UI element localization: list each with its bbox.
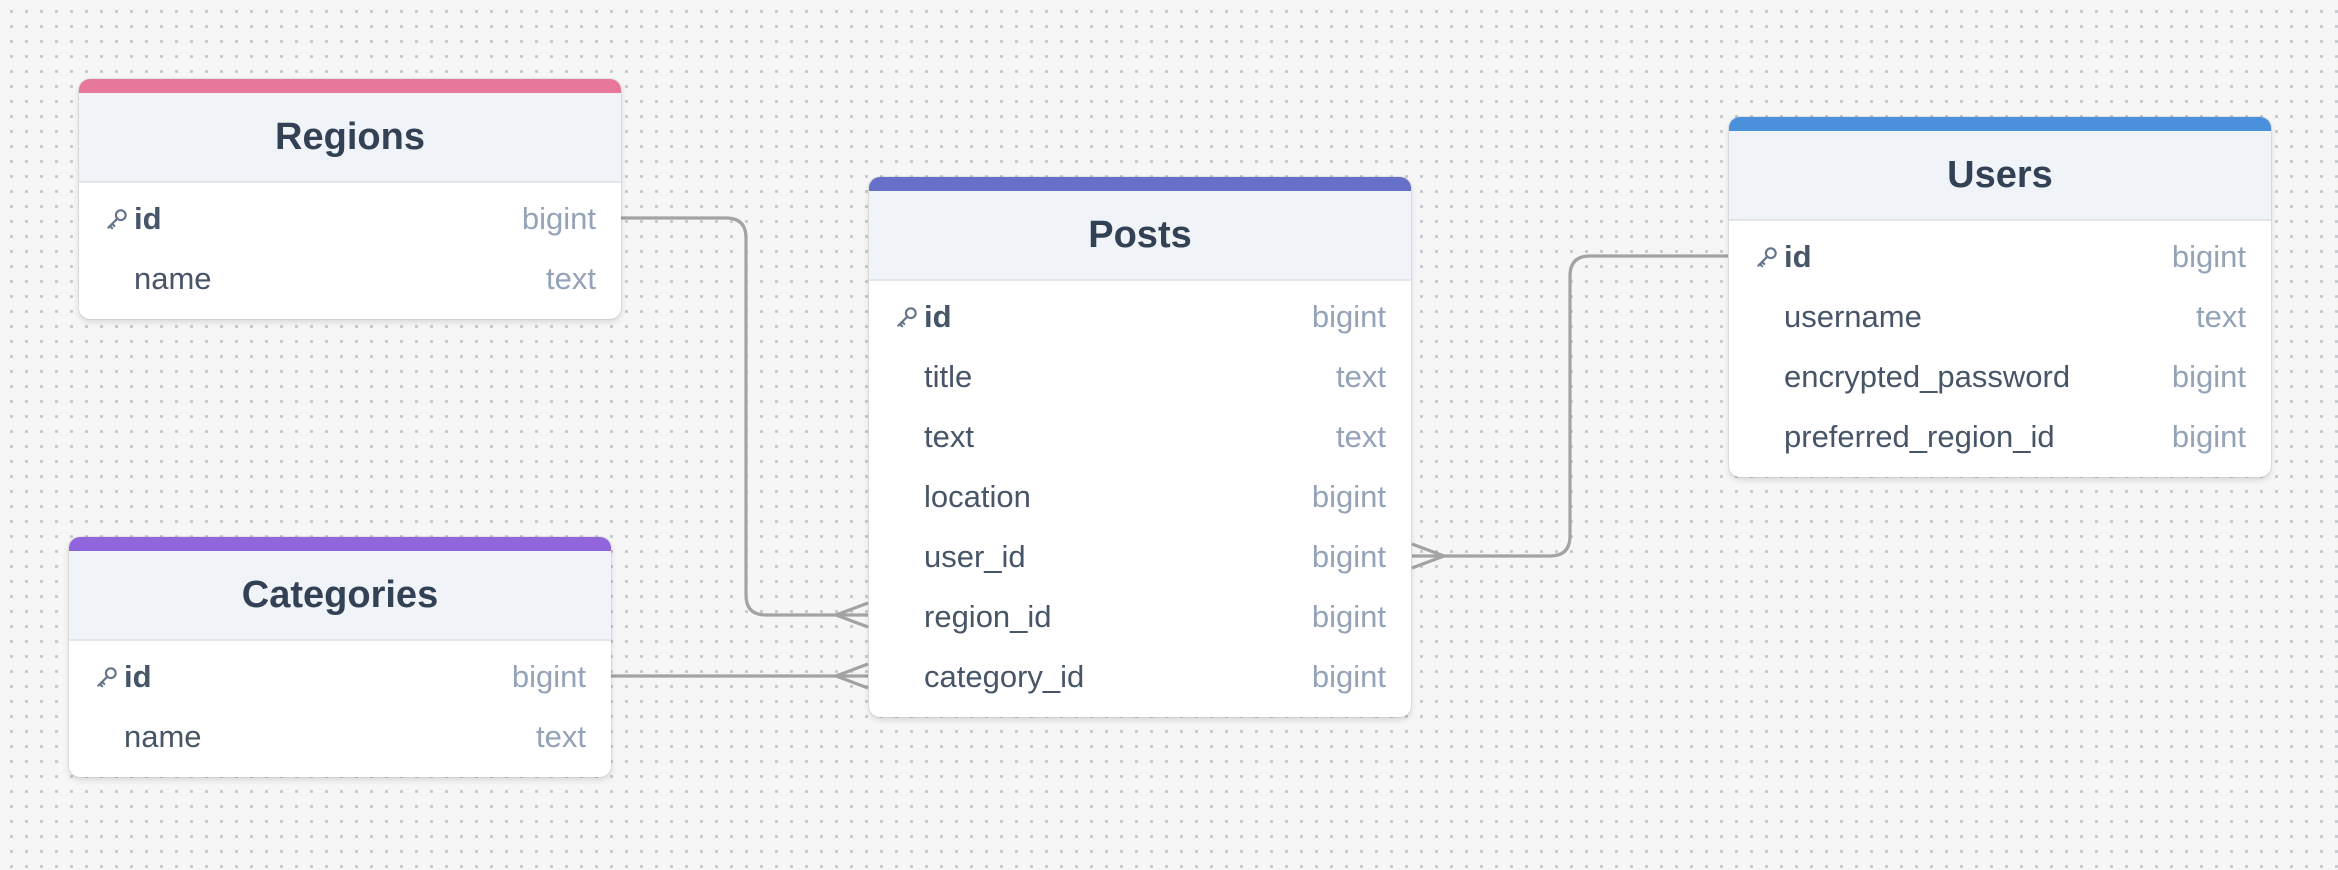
column-type: text	[546, 261, 596, 296]
column-row[interactable]: category_id bigint	[869, 647, 1411, 707]
column-name: id	[924, 299, 952, 334]
column-list: id bigint username text encrypted_passwo…	[1729, 221, 2271, 477]
table-header[interactable]: Posts	[869, 191, 1411, 281]
column-type: bigint	[1311, 299, 1386, 334]
column-type: bigint	[511, 659, 586, 694]
column-type: bigint	[2171, 239, 2246, 274]
column-row[interactable]: location bigint	[869, 467, 1411, 527]
column-type: bigint	[2171, 359, 2246, 394]
column-row[interactable]: region_id bigint	[869, 587, 1411, 647]
table-header[interactable]: Users	[1729, 131, 2271, 221]
column-row[interactable]: id bigint	[1729, 227, 2271, 287]
column-list: id bigint name text	[79, 183, 621, 319]
column-row[interactable]: text text	[869, 407, 1411, 467]
column-row[interactable]: username text	[1729, 287, 2271, 347]
column-name: location	[924, 479, 1031, 514]
key-icon	[1749, 227, 1784, 287]
table-title: Regions	[275, 115, 425, 158]
column-type: text	[2196, 299, 2246, 334]
column-list: id bigint title text text text location …	[869, 281, 1411, 717]
table-header[interactable]: Categories	[69, 551, 611, 641]
column-type: bigint	[1311, 539, 1386, 574]
table-accent-bar	[1729, 117, 2271, 131]
column-name: encrypted_password	[1784, 359, 2071, 394]
column-type: bigint	[521, 201, 596, 236]
table-accent-bar	[69, 537, 611, 551]
table-title: Categories	[241, 573, 439, 616]
column-name: id	[134, 201, 162, 236]
table-regions[interactable]: Regions id bigint name text	[79, 79, 621, 319]
key-icon	[89, 647, 124, 707]
crowfoot-icon	[1411, 542, 1445, 570]
column-type: bigint	[1311, 659, 1386, 694]
column-name: name	[124, 719, 202, 754]
column-row[interactable]: name text	[79, 249, 621, 309]
key-icon	[99, 189, 134, 249]
column-row[interactable]: id bigint	[69, 647, 611, 707]
column-row[interactable]: id bigint	[869, 287, 1411, 347]
table-accent-bar	[869, 177, 1411, 191]
column-name: id	[124, 659, 152, 694]
column-name: region_id	[924, 599, 1052, 634]
column-type: text	[536, 719, 586, 754]
table-posts[interactable]: Posts id bigint title text text text	[869, 177, 1411, 717]
column-row[interactable]: id bigint	[79, 189, 621, 249]
key-icon	[889, 287, 924, 347]
column-name: preferred_region_id	[1784, 419, 2055, 454]
edge-categories-posts[interactable]	[610, 662, 869, 690]
column-type: bigint	[2171, 419, 2246, 454]
column-row[interactable]: encrypted_password bigint	[1729, 347, 2271, 407]
table-categories[interactable]: Categories id bigint name text	[69, 537, 611, 777]
edge-users-posts[interactable]	[1411, 254, 1728, 570]
column-name: text	[924, 419, 974, 454]
column-row[interactable]: user_id bigint	[869, 527, 1411, 587]
edge-regions-posts[interactable]	[620, 216, 869, 629]
column-type: bigint	[1311, 479, 1386, 514]
column-row[interactable]: title text	[869, 347, 1411, 407]
column-name: title	[924, 359, 973, 394]
column-list: id bigint name text	[69, 641, 611, 777]
column-type: text	[1336, 359, 1386, 394]
table-title: Users	[1947, 153, 2053, 196]
column-name: category_id	[924, 659, 1085, 694]
table-header[interactable]: Regions	[79, 93, 621, 183]
column-name: name	[134, 261, 212, 296]
table-title: Posts	[1088, 213, 1192, 256]
column-type: bigint	[1311, 599, 1386, 634]
column-name: username	[1784, 299, 1922, 334]
crowfoot-icon	[835, 662, 869, 690]
column-row[interactable]: name text	[69, 707, 611, 767]
column-name: user_id	[924, 539, 1026, 574]
column-name: id	[1784, 239, 1812, 274]
table-users[interactable]: Users id bigint username text encrypted_…	[1729, 117, 2271, 477]
table-accent-bar	[79, 79, 621, 93]
column-row[interactable]: preferred_region_id bigint	[1729, 407, 2271, 467]
crowfoot-icon	[835, 601, 869, 629]
column-type: text	[1336, 419, 1386, 454]
